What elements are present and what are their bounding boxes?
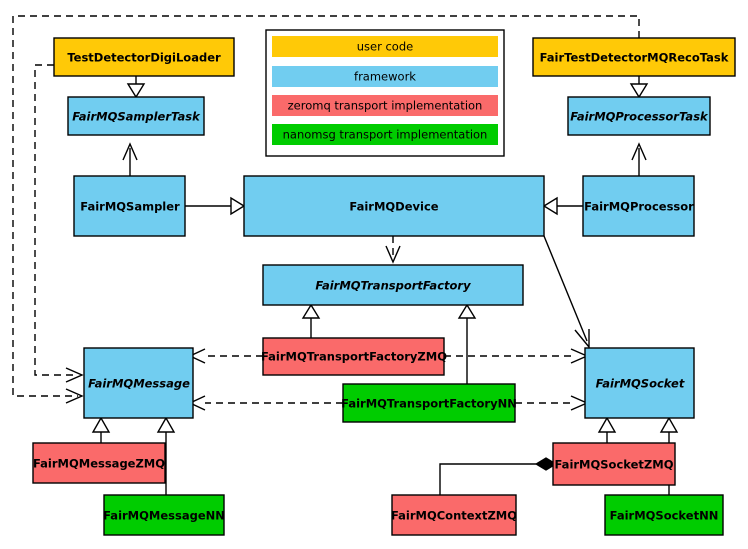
node-box[interactable] (342, 383, 516, 423)
node-label: FairTestDetectorMQRecoTask (540, 51, 729, 65)
node-box[interactable] (243, 175, 545, 237)
legend-swatch (272, 36, 498, 57)
node-box[interactable] (67, 96, 205, 136)
node-box[interactable] (262, 264, 524, 306)
edge-sampler-assoc-samplertask (122, 142, 138, 176)
legend: user code framework zeromq transport imp… (265, 29, 505, 157)
node-FairMQMessageNN[interactable]: FairMQMessageNN (103, 494, 225, 536)
legend-item-framework: framework (272, 66, 498, 87)
node-box[interactable] (391, 494, 517, 536)
node-box[interactable] (582, 175, 695, 237)
node-box[interactable] (552, 442, 676, 486)
node-FairMQContextZMQ[interactable]: FairMQContextZMQ (391, 494, 517, 536)
node-label: FairMQMessageNN (103, 509, 225, 523)
edge-factoryzmq-dep-socket (444, 348, 589, 364)
edge-digiloader-gen-samplertask (126, 76, 146, 99)
node-label: FairMQMessageZMQ (33, 457, 165, 471)
node-label: FairMQSampler (80, 200, 180, 214)
node-label: FairMQTransportFactory (315, 279, 471, 293)
edge-factoryzmq-gen-transportfactory (301, 303, 321, 338)
node-box[interactable] (262, 337, 445, 376)
node-box[interactable] (604, 494, 724, 536)
node-TestDetectorDigiLoader[interactable]: TestDetectorDigiLoader (53, 37, 235, 77)
node-label: FairMQSocket (596, 377, 685, 391)
edge-digiloader-to-message (34, 64, 84, 383)
legend-swatch (272, 66, 498, 87)
node-box[interactable] (584, 347, 695, 419)
node-FairMQMessage[interactable]: FairMQMessage (83, 347, 194, 419)
node-label: FairMQProcessor (584, 200, 694, 214)
node-FairTestDetectorMQRecoTask[interactable]: FairTestDetectorMQRecoTask (532, 37, 736, 77)
node-box[interactable] (53, 37, 235, 77)
edge-sampler-gen-device (185, 196, 246, 216)
node-label: FairMQSocketZMQ (555, 458, 674, 472)
node-label: FairMQTransportFactoryZMQ (261, 350, 447, 364)
node-FairMQTransportFactory[interactable]: FairMQTransportFactory (262, 264, 524, 306)
edge-device-assoc-socket (543, 235, 590, 349)
node-FairMQSocketZMQ[interactable]: FairMQSocketZMQ (552, 442, 676, 486)
node-box[interactable] (103, 494, 225, 536)
edge-factorynn-dep-socket (515, 395, 589, 411)
node-box[interactable] (567, 96, 711, 136)
legend-label: zeromq transport implementation (288, 99, 483, 113)
edge-factorynn-dep-message (188, 395, 343, 411)
edge-processor-assoc-processortask (631, 142, 647, 176)
node-FairMQDevice[interactable]: FairMQDevice (243, 175, 545, 237)
node-label: FairMQContextZMQ (391, 509, 517, 523)
node-label: FairMQTransportFactoryNN (341, 397, 517, 411)
legend-item-user-code: user code (272, 36, 498, 57)
legend-item-zeromq: zeromq transport implementation (272, 95, 498, 116)
edge-messagenn-gen-message (156, 416, 176, 495)
legend-label: framework (354, 70, 416, 84)
edge-recotask-to-message (12, 15, 640, 404)
node-FairMQSampler[interactable]: FairMQSampler (73, 175, 186, 237)
node-label: FairMQProcessorTask (570, 110, 709, 124)
legend-swatch (272, 95, 498, 116)
node-label: TestDetectorDigiLoader (67, 51, 221, 65)
node-FairMQTransportFactoryNN[interactable]: FairMQTransportFactoryNN (341, 383, 517, 423)
node-box[interactable] (532, 37, 736, 77)
node-label: FairMQMessage (88, 377, 190, 391)
node-FairMQSocket[interactable]: FairMQSocket (584, 347, 695, 419)
edge-recotask-gen-processortask (629, 76, 649, 99)
legend-item-nanomsg: nanomsg transport implementation (272, 124, 498, 145)
legend-label: user code (357, 40, 413, 54)
node-label: FairMQSamplerTask (72, 110, 201, 124)
edge-device-dep-transportfactory (385, 236, 401, 264)
node-box[interactable] (83, 347, 194, 419)
legend-label: nanomsg transport implementation (283, 128, 488, 142)
node-label: FairMQSocketNN (610, 509, 719, 523)
node-FairMQSamplerTask[interactable]: FairMQSamplerTask (67, 96, 205, 136)
edge-messagezmq-gen-message (91, 416, 111, 443)
node-label: FairMQDevice (349, 200, 438, 214)
edge-processor-gen-device (542, 196, 583, 216)
edge-factoryzmq-dep-message (188, 348, 263, 364)
node-FairMQTransportFactoryZMQ[interactable]: FairMQTransportFactoryZMQ (261, 337, 447, 376)
node-FairMQProcessor[interactable]: FairMQProcessor (582, 175, 695, 237)
node-FairMQProcessorTask[interactable]: FairMQProcessorTask (567, 96, 711, 136)
edge-contextzmq-comp-socketzmq (439, 457, 558, 495)
edge-factorynn-gen-transportfactory (457, 303, 477, 384)
node-box[interactable] (32, 442, 166, 484)
legend-swatch (272, 124, 498, 145)
edge-socketzmq-gen-socket (597, 416, 617, 443)
node-FairMQSocketNN[interactable]: FairMQSocketNN (604, 494, 724, 536)
node-FairMQMessageZMQ[interactable]: FairMQMessageZMQ (32, 442, 166, 484)
node-box[interactable] (73, 175, 186, 237)
